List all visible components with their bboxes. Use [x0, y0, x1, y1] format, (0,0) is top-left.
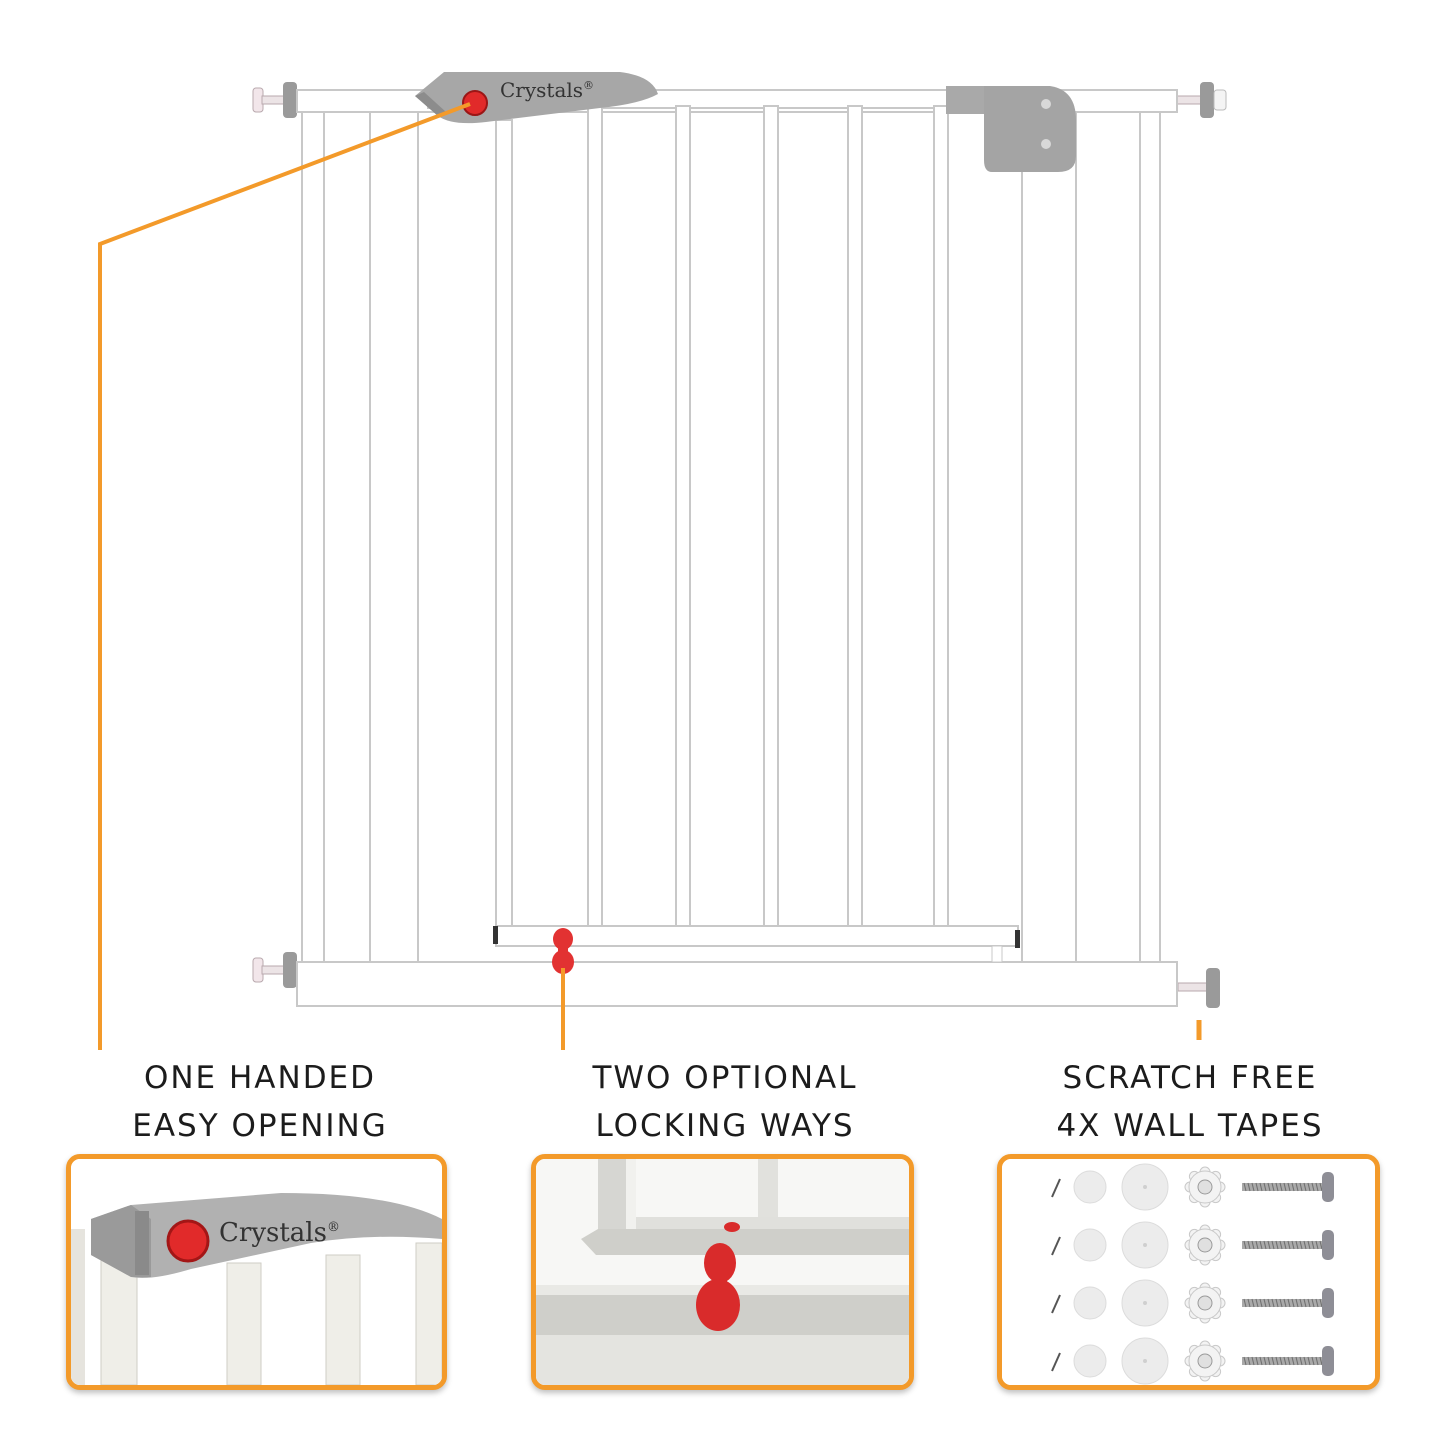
gate-hinge	[946, 86, 1076, 172]
hardware-set	[1051, 1337, 1334, 1385]
handle-closeup-illustration: Crystals®	[71, 1159, 442, 1385]
gate-outer-frame	[296, 89, 1178, 1007]
wall-bumper-bottom-right	[1177, 968, 1220, 1008]
wall-hardware-illustration	[1002, 1159, 1375, 1385]
brand-logo-text: Crystals®	[500, 78, 594, 102]
feature-label-easy-opening: ONE HANDED EASY OPENING	[132, 1060, 388, 1144]
wall-bumper-top-right	[1167, 82, 1227, 118]
small-pad-icon	[1073, 1286, 1107, 1320]
nail-icon	[1051, 1178, 1061, 1198]
nail-icon	[1051, 1352, 1061, 1372]
top-latch-handle[interactable]: Crystals®	[415, 72, 658, 124]
wall-bumper-bottom-left	[252, 952, 297, 988]
cog-washer-icon	[1184, 1340, 1226, 1382]
callout-lines	[98, 102, 1202, 1050]
small-pad-icon	[1073, 1170, 1107, 1204]
safety-gate-illustration: Crystals®	[98, 72, 1227, 1050]
feature-label-locking-ways: TWO OPTIONAL LOCKING WAYS	[592, 1060, 858, 1144]
gate-door[interactable]	[427, 89, 1019, 947]
panel-handle-closeup: Crystals®	[66, 1154, 447, 1390]
release-button-closeup	[166, 1219, 210, 1263]
foot-lock-knob[interactable]	[552, 928, 574, 974]
panel-wall-hardware	[997, 1154, 1380, 1390]
cog-washer-icon	[1184, 1166, 1226, 1208]
hardware-set	[1051, 1163, 1334, 1211]
nail-icon	[1051, 1236, 1061, 1256]
nail-icon	[1051, 1294, 1061, 1314]
hardware-set	[1051, 1221, 1334, 1269]
feature-label-wall-tapes: SCRATCH FREE 4X WALL TAPES	[1056, 1060, 1324, 1144]
threaded-bolt-icon	[1242, 1346, 1334, 1376]
threaded-bolt-icon	[1242, 1230, 1334, 1260]
lock-closeup-illustration	[536, 1159, 909, 1385]
cog-washer-icon	[1184, 1224, 1226, 1266]
cog-washer-icon	[1184, 1282, 1226, 1324]
brand-logo-closeup: Crystals®	[219, 1218, 340, 1248]
foot-lock-closeup	[696, 1222, 740, 1331]
hardware-set	[1051, 1279, 1334, 1327]
small-pad-icon	[1073, 1228, 1107, 1262]
threaded-bolt-icon	[1242, 1288, 1334, 1318]
panel-lock-closeup	[531, 1154, 914, 1390]
small-pad-icon	[1073, 1344, 1107, 1378]
wall-bumper-top-left	[252, 82, 297, 118]
release-button[interactable]	[462, 90, 488, 116]
threaded-bolt-icon	[1242, 1172, 1334, 1202]
